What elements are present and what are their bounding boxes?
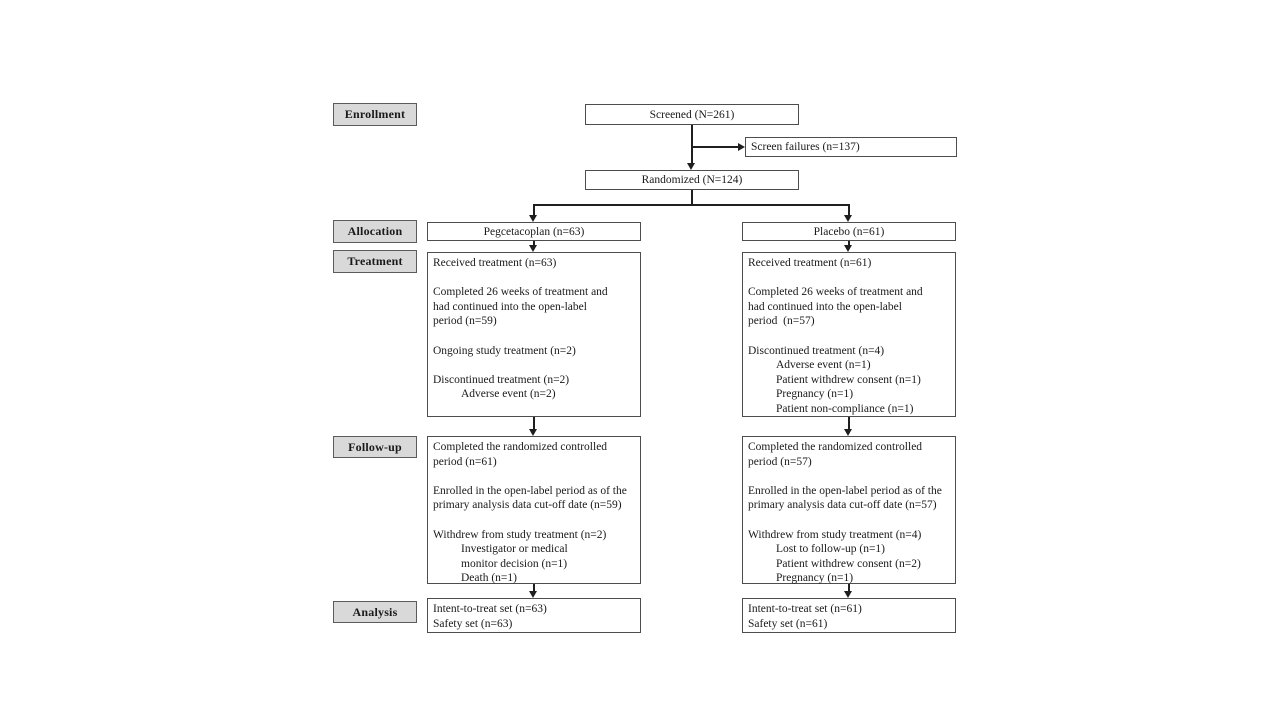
arrowhead-into-placebo bbox=[844, 215, 852, 222]
box-line: Intent-to-treat set (n=63) bbox=[433, 603, 547, 615]
box-line: Investigator or medical bbox=[461, 543, 568, 556]
treatment-placebo-box: Received treatment (n=61) Completed 26 we… bbox=[742, 252, 956, 417]
box-line bbox=[748, 271, 950, 286]
arrowhead-into-randomized bbox=[687, 163, 695, 170]
connector-treat-fu-left bbox=[533, 417, 535, 429]
box-line: Pregnancy (n=1) bbox=[776, 572, 854, 585]
box-line: period (n=57) bbox=[748, 315, 815, 328]
box-line: period (n=61) bbox=[433, 455, 497, 468]
box-line: primary analysis data cut-off date (n=59… bbox=[433, 499, 622, 512]
stage-label-allocation: Allocation bbox=[333, 220, 417, 243]
box-line: period (n=59) bbox=[433, 315, 497, 328]
box-line bbox=[433, 271, 635, 286]
stage-label-enrollment: Enrollment bbox=[333, 103, 417, 126]
connector-screened-to-randomized bbox=[691, 125, 693, 164]
box-line: Adverse event (n=1) bbox=[776, 359, 871, 372]
connector-fu-analysis-left bbox=[533, 584, 535, 592]
box-line: Ongoing study treatment (n=2) bbox=[433, 344, 576, 357]
connector-split-left bbox=[533, 204, 535, 216]
box-line: Adverse event (n=2) bbox=[461, 388, 556, 401]
arrowhead-into-followup-right bbox=[844, 429, 852, 436]
followup-pegcetacoplan-box: Completed the randomized controlled perio… bbox=[427, 436, 641, 584]
box-line: Withdrew from study treatment (n=2) bbox=[433, 528, 607, 541]
box-line: Completed the randomized controlled bbox=[433, 441, 608, 453]
box-line: monitor decision (n=1) bbox=[461, 557, 568, 570]
connector-fu-analysis-right bbox=[848, 584, 850, 592]
arrowhead-into-treatment-right bbox=[844, 245, 852, 252]
box-line: Completed 26 weeks of treatment and bbox=[433, 286, 608, 299]
box-line bbox=[748, 329, 950, 344]
box-line: Withdrew from study treatment (n=4) bbox=[748, 528, 922, 541]
box-line: Intent-to-treat set (n=61) bbox=[748, 603, 862, 615]
box-line: Received treatment (n=63) bbox=[433, 257, 557, 269]
allocation-placebo-box: Placebo (n=61) bbox=[742, 222, 956, 241]
analysis-placebo-box: Intent-to-treat set (n=61) Safety set (n=… bbox=[742, 598, 956, 633]
connector-split-right bbox=[848, 204, 850, 216]
arrowhead-into-analysis-right bbox=[844, 591, 852, 598]
allocation-pegcetacoplan-box: Pegcetacoplan (n=63) bbox=[427, 222, 641, 241]
connector-treat-fu-right bbox=[848, 417, 850, 429]
randomized-box: Randomized (N=124) bbox=[585, 170, 799, 190]
arrowhead-into-pegcetacoplan bbox=[529, 215, 537, 222]
box-line bbox=[433, 358, 635, 373]
connector-alloc-treat-right bbox=[848, 241, 850, 246]
connector-to-screen-failures bbox=[692, 146, 738, 148]
screened-box: Screened (N=261) bbox=[585, 104, 799, 125]
box-line bbox=[433, 469, 635, 484]
box-line: Safety set (n=61) bbox=[748, 617, 828, 630]
box-line: Patient withdrew consent (n=2) bbox=[776, 557, 921, 570]
box-line: Patient withdrew consent (n=1) bbox=[776, 373, 921, 386]
box-line: had continued into the open-label bbox=[433, 300, 587, 313]
stage-label-followup: Follow-up bbox=[333, 436, 417, 458]
box-line: Patient non-compliance (n=1) bbox=[776, 402, 914, 415]
box-line: Discontinued treatment (n=2) bbox=[433, 373, 570, 386]
box-line bbox=[748, 469, 950, 484]
box-line: Discontinued treatment (n=4) bbox=[748, 344, 885, 357]
box-line bbox=[433, 329, 635, 344]
box-line: Pregnancy (n=1) bbox=[776, 388, 854, 401]
box-line: Completed the randomized controlled bbox=[748, 441, 923, 453]
arrowhead-into-followup-left bbox=[529, 429, 537, 436]
stage-label-treatment: Treatment bbox=[333, 250, 417, 273]
arrowhead-into-treatment-left bbox=[529, 245, 537, 252]
box-line bbox=[433, 513, 635, 528]
followup-placebo-box: Completed the randomized controlled perio… bbox=[742, 436, 956, 584]
box-line: Enrolled in the open-label period as of … bbox=[433, 484, 627, 497]
box-line bbox=[748, 513, 950, 528]
box-line: Completed 26 weeks of treatment and bbox=[748, 286, 923, 299]
arrowhead-into-screen-failures bbox=[738, 142, 745, 151]
connector-split-horizontal bbox=[533, 204, 849, 206]
connector-randomized-down bbox=[691, 190, 693, 205]
box-line: Death (n=1) bbox=[461, 572, 517, 585]
box-line: primary analysis data cut-off date (n=57… bbox=[748, 499, 937, 512]
box-line: Enrolled in the open-label period as of … bbox=[748, 484, 942, 497]
connector-alloc-treat-left bbox=[533, 241, 535, 246]
box-line: Lost to follow-up (n=1) bbox=[776, 543, 886, 556]
treatment-pegcetacoplan-box: Received treatment (n=63) Completed 26 we… bbox=[427, 252, 641, 417]
box-line: Received treatment (n=61) bbox=[748, 257, 872, 269]
arrowhead-into-analysis-left bbox=[529, 591, 537, 598]
box-line: had continued into the open-label bbox=[748, 300, 902, 313]
screen-failures-box: Screen failures (n=137) bbox=[745, 137, 957, 157]
stage-label-analysis: Analysis bbox=[333, 601, 417, 623]
box-line: period (n=57) bbox=[748, 455, 812, 468]
box-line: Safety set (n=63) bbox=[433, 617, 513, 630]
analysis-pegcetacoplan-box: Intent-to-treat set (n=63) Safety set (n=… bbox=[427, 598, 641, 633]
